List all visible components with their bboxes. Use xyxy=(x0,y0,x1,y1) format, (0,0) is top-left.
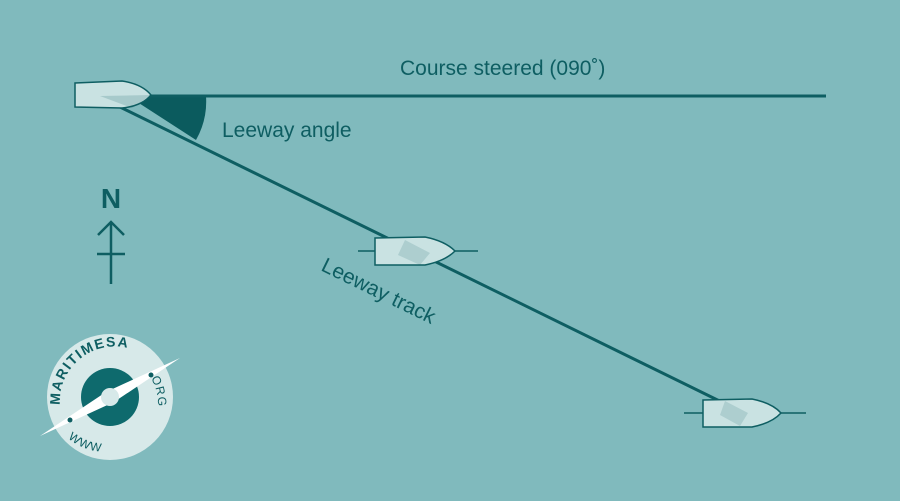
north-arrow: N xyxy=(97,183,125,284)
leeway-angle-label: Leeway angle xyxy=(222,119,352,142)
boat-start xyxy=(74,80,152,109)
boat-end xyxy=(684,398,806,428)
boat-middle xyxy=(358,236,478,266)
course-steered-label: Course steered (090˚) xyxy=(400,57,605,80)
leeway-angle-wedge xyxy=(128,96,207,140)
north-label: N xyxy=(101,183,121,214)
maritimesa-logo: MARITIMESA ORG WWW xyxy=(40,333,180,460)
